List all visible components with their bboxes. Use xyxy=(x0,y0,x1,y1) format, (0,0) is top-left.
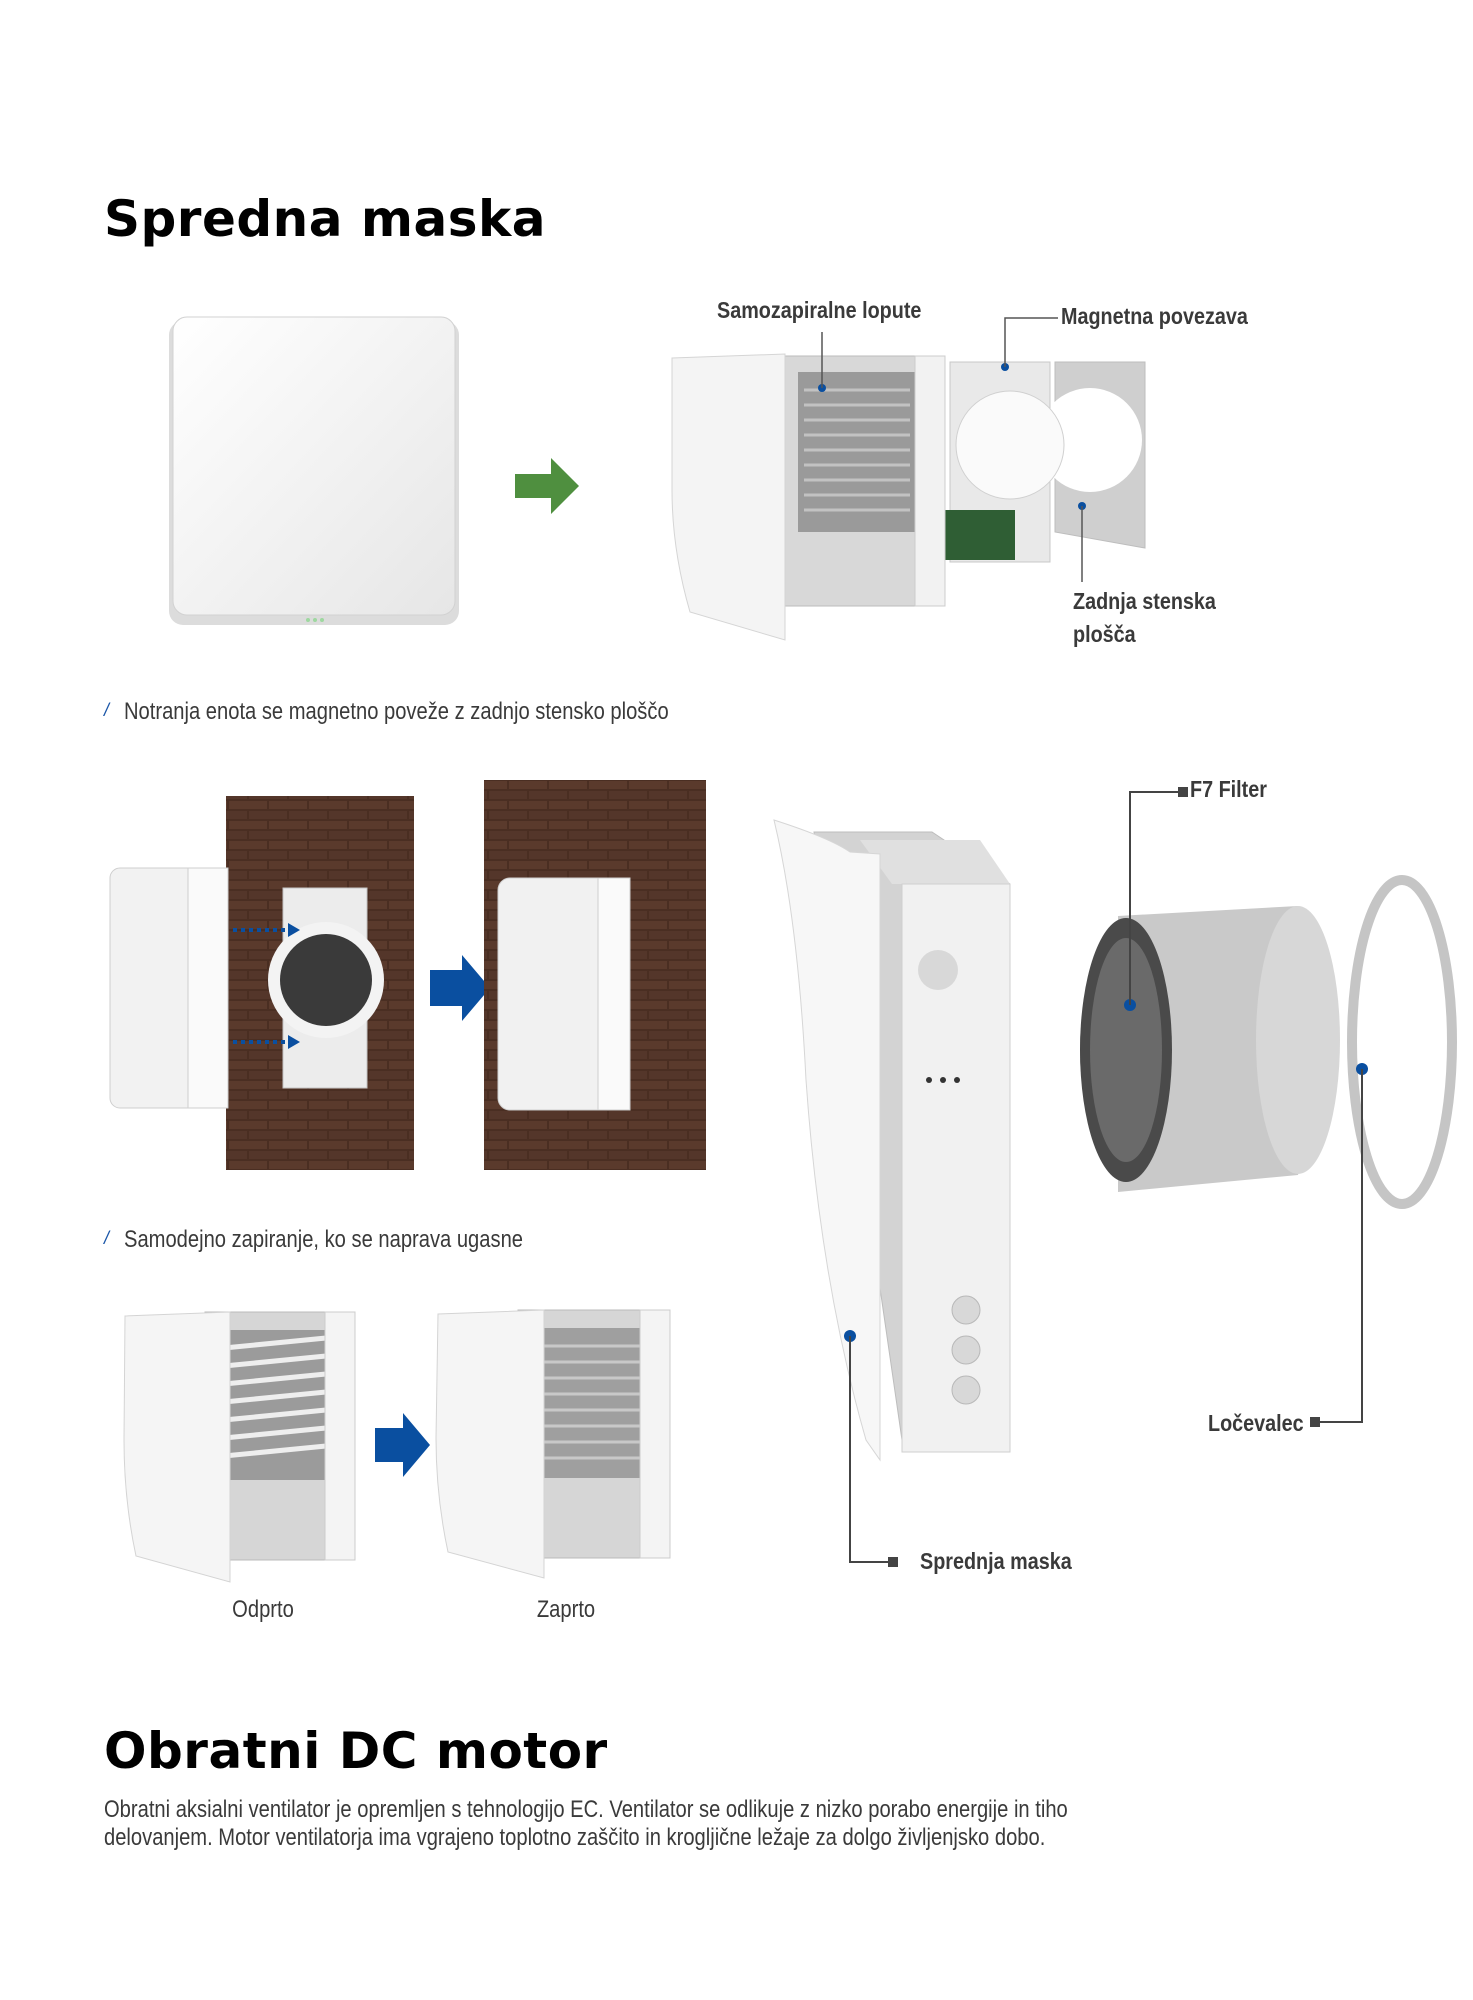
callout-f7-filter: F7 Filter xyxy=(1190,776,1267,802)
dc-motor-description: Obratni aksialni ventilator je opremljen… xyxy=(104,1796,1068,1851)
section-title-dc-motor: Obratni DC motor xyxy=(104,1722,608,1780)
caption-magnetic-connection: Notranja enota se magnetno poveže z zadn… xyxy=(124,698,669,725)
unit-exploded-top-image xyxy=(671,317,1146,641)
caption-marker-icon: / xyxy=(104,700,110,720)
callout-separator: Ločevalec xyxy=(1208,1410,1304,1436)
callout-self-closing-flaps: Samozapiralne lopute xyxy=(717,297,922,323)
section-title-front-mask: Spredna maska xyxy=(104,190,546,248)
green-arrow-icon xyxy=(515,458,579,514)
callout-back-wall-plate-line2: plošča xyxy=(1073,621,1136,647)
label-open: Odprto xyxy=(232,1596,294,1623)
open-closed-comparison-image xyxy=(123,1309,671,1583)
caption-auto-closing: Samodejno zapiranje, ko se naprava ugasn… xyxy=(124,1226,523,1253)
caption-marker-icon: / xyxy=(104,1228,110,1248)
callout-front-mask: Sprednja maska xyxy=(920,1548,1072,1574)
unit-exploded-side-image xyxy=(773,787,1457,1567)
wall-mounting-sequence-image xyxy=(109,780,706,1170)
unit-front-closed-image xyxy=(169,316,459,625)
label-closed: Zaprto xyxy=(536,1596,596,1623)
callout-magnetic-connection: Magnetna povezava xyxy=(1061,303,1248,329)
callout-back-wall-plate-line1: Zadnja stenska xyxy=(1073,588,1216,614)
